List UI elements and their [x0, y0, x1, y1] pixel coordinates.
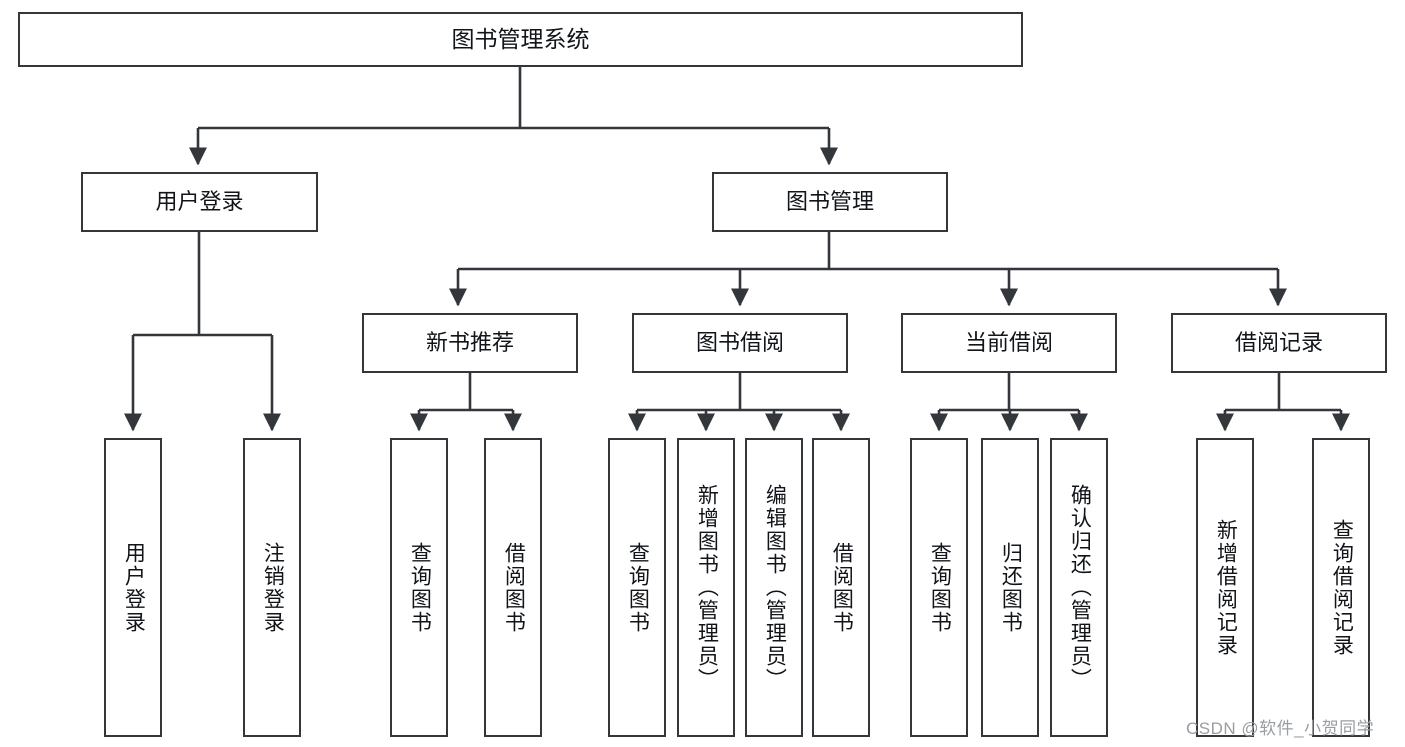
- node-leaf-edit-book-label: 编辑图书（管理员）: [763, 484, 787, 691]
- watermark: CSDN @软件_小贺同学: [1186, 719, 1375, 738]
- node-borrow-record[interactable]: 借阅记录: [1171, 313, 1387, 373]
- node-leaf-return-book[interactable]: 归还图书: [981, 438, 1039, 737]
- node-new-book-recommend-label: 新书推荐: [425, 330, 514, 356]
- node-leaf-confirm-return[interactable]: 确认归还（管理员）: [1050, 438, 1108, 737]
- node-leaf-edit-book[interactable]: 编辑图书（管理员）: [745, 438, 803, 737]
- node-leaf-return-book-label: 归还图书: [999, 541, 1023, 634]
- node-leaf-query-record-label: 查询借阅记录: [1330, 518, 1354, 657]
- node-current-borrow[interactable]: 当前借阅: [901, 313, 1117, 373]
- node-leaf-query-record[interactable]: 查询借阅记录: [1312, 438, 1370, 737]
- node-leaf-query-book-1-label: 查询图书: [408, 541, 432, 634]
- node-leaf-borrow-book-1-label: 借阅图书: [502, 541, 526, 634]
- node-leaf-borrow-book-2[interactable]: 借阅图书: [812, 438, 870, 737]
- node-book-manage-label: 图书管理: [785, 189, 874, 215]
- node-leaf-add-record-label: 新增借阅记录: [1214, 518, 1238, 657]
- node-current-borrow-label: 当前借阅: [964, 330, 1053, 356]
- node-root-label: 图书管理系统: [451, 25, 590, 52]
- node-new-book-recommend[interactable]: 新书推荐: [362, 313, 578, 373]
- node-leaf-user-login[interactable]: 用户登录: [104, 438, 162, 737]
- node-leaf-add-book-label: 新增图书（管理员）: [695, 484, 719, 691]
- node-borrow-record-label: 借阅记录: [1234, 330, 1323, 356]
- node-leaf-query-book-2-label: 查询图书: [626, 541, 650, 634]
- node-leaf-borrow-book-2-label: 借阅图书: [830, 541, 854, 634]
- node-book-manage[interactable]: 图书管理: [712, 172, 948, 232]
- node-leaf-query-book-2[interactable]: 查询图书: [608, 438, 666, 737]
- node-user-login-label: 用户登录: [155, 189, 244, 215]
- node-leaf-confirm-return-label: 确认归还（管理员）: [1068, 484, 1092, 691]
- node-user-login[interactable]: 用户登录: [81, 172, 318, 232]
- node-leaf-query-book-3[interactable]: 查询图书: [910, 438, 968, 737]
- node-leaf-user-logout[interactable]: 注销登录: [243, 438, 301, 737]
- node-leaf-query-book-1[interactable]: 查询图书: [390, 438, 448, 737]
- node-leaf-add-record[interactable]: 新增借阅记录: [1196, 438, 1254, 737]
- node-root[interactable]: 图书管理系统: [18, 12, 1023, 67]
- node-leaf-query-book-3-label: 查询图书: [928, 541, 952, 634]
- node-leaf-add-book[interactable]: 新增图书（管理员）: [677, 438, 735, 737]
- node-book-borrow[interactable]: 图书借阅: [632, 313, 848, 373]
- node-leaf-user-login-label: 用户登录: [122, 541, 146, 634]
- node-book-borrow-label: 图书借阅: [695, 330, 784, 356]
- node-leaf-borrow-book-1[interactable]: 借阅图书: [484, 438, 542, 737]
- node-leaf-user-logout-label: 注销登录: [261, 541, 285, 634]
